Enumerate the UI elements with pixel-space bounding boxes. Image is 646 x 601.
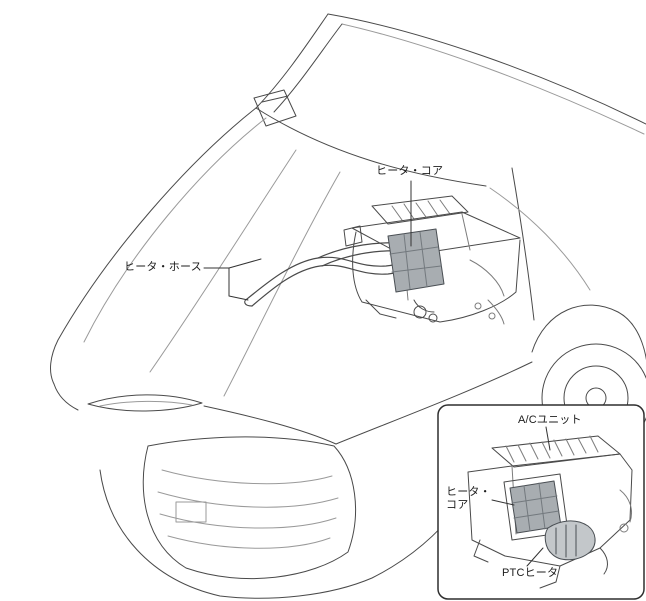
roof-line: [327, 13, 646, 125]
leader-lines-inset: [491, 426, 551, 567]
label-heater-core-main: ヒータ・コア: [376, 165, 444, 177]
lower-foot: [365, 299, 397, 319]
inset-ptc-heater: [544, 520, 596, 561]
leader-lines-main: [203, 180, 412, 301]
leader-inset-heater-core: [491, 499, 515, 506]
side-mirror: [253, 89, 297, 127]
label-heater-core-inset-line2: コア: [446, 499, 469, 511]
left-bracket: [343, 225, 363, 247]
blower-top-cover: [371, 195, 469, 225]
grille-outline: [142, 436, 357, 580]
grille-slats: [157, 469, 339, 549]
label-ptc-heater: PTCヒータ: [502, 567, 559, 579]
top-cover-ribs: [391, 199, 451, 221]
hose-fittings: [413, 299, 438, 323]
hood: [50, 107, 533, 445]
inset-bottom-bracket: [539, 565, 561, 589]
roof-inner-line: [341, 23, 645, 135]
windshield: [255, 13, 487, 187]
inset-unit-body: [467, 453, 633, 567]
bumper-lower: [99, 469, 459, 599]
leader-ac-unit: [545, 426, 551, 451]
main-housing: [352, 231, 521, 323]
right-brackets: [469, 259, 505, 325]
label-heater-core-inset: ヒータ・ コア: [446, 486, 491, 512]
front-sensor: [175, 501, 207, 523]
upper-housing: [351, 211, 521, 257]
leader-heater-hose: [203, 258, 262, 301]
inset-top-ribs: [505, 435, 599, 463]
headlight: [87, 394, 203, 412]
label-heater-core-inset-line1: ヒータ・: [446, 486, 491, 498]
hvac-assembly: [343, 195, 521, 325]
front-fascia: [53, 383, 459, 599]
label-heater-hose: ヒータ・ホース: [124, 261, 202, 273]
inset-pipes: [619, 489, 633, 533]
inset-box: [437, 404, 645, 600]
label-ac-unit: A/Cユニット: [518, 414, 582, 426]
heater-core-highlight: [387, 228, 445, 293]
car-line-art: [50, 13, 646, 599]
body-side: [489, 167, 591, 321]
leader-ptc-heater: [526, 547, 544, 567]
